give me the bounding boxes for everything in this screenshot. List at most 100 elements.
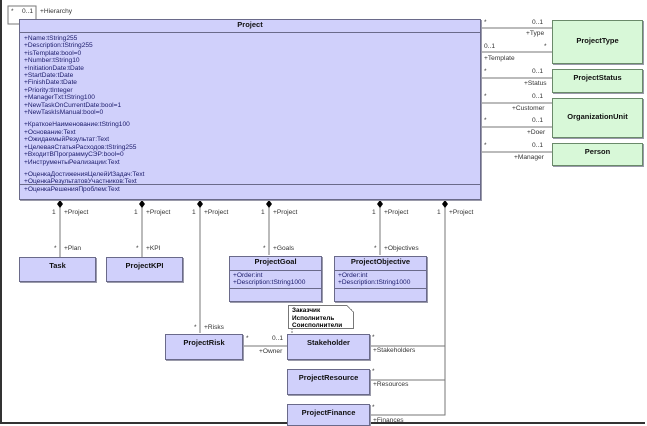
mult-label: 1 [261, 209, 265, 216]
class-projecttype[interactable]: ProjectType [552, 20, 643, 64]
mult-label: 0..1 [532, 117, 543, 124]
mult-label: * [544, 43, 547, 50]
class-projectfinance[interactable]: ProjectFinance [287, 404, 370, 426]
class-name: ProjectObjective [350, 257, 411, 266]
role-label: +Project [146, 209, 171, 216]
comp-finance-line [370, 206, 446, 416]
diamond-icon [266, 200, 272, 208]
diamond-icon [377, 200, 383, 208]
class-name: ProjectRisk [183, 338, 225, 347]
attribute: +ОценкаРешенияПроблем:Text [24, 185, 120, 193]
mult-label: * [372, 334, 375, 341]
mult-label: 0..1 [532, 142, 543, 149]
attribute: +ОценкаДостиженияЦелейИЗадач:Text [24, 170, 145, 178]
mult-label: * [194, 324, 197, 331]
class-name: Project [237, 20, 263, 29]
attribute: +ОценкаРезультатовУчастников:Text [24, 178, 137, 186]
role-label: +Project [449, 209, 474, 216]
mult-label: * [484, 68, 487, 75]
mult-label: * [374, 245, 377, 252]
class-project[interactable]: Project +Name:tString255+Description:tSt… [19, 19, 481, 200]
attribute: +InitiationDate:tDate [24, 64, 84, 72]
diamond-icon [57, 200, 63, 208]
class-projectgoal[interactable]: ProjectGoal +Order:int +Description:tStr… [229, 256, 322, 302]
class-task[interactable]: Task [19, 257, 96, 282]
diamond-icon [139, 200, 145, 208]
attribute: +Основание:Text [24, 128, 76, 136]
class-stakeholder[interactable]: Stakeholder [287, 334, 370, 360]
class-organizationunit[interactable]: OrganizationUnit [552, 98, 643, 138]
class-name: OrganizationUnit [567, 112, 628, 121]
attribute: +ManagerTxt:tString100 [24, 94, 95, 102]
attribute: +Description:tString1000 [233, 279, 306, 287]
role-label: +Finances [373, 417, 404, 424]
role-label: +Project [64, 209, 89, 216]
note-line: Исполнитель [292, 314, 335, 322]
class-projectobjective[interactable]: ProjectObjective +Order:int +Description… [334, 256, 427, 302]
note-line: Соисполнители [292, 322, 343, 330]
note-line: Заказчик [292, 307, 321, 314]
attribute: +NewTaskOnCurrentDate:bool=1 [24, 101, 122, 109]
class-name: Task [49, 261, 66, 270]
mult-label: 1 [372, 209, 376, 216]
mult-label: 0..1 [272, 335, 283, 342]
hier-role: +Hierarchy [40, 8, 73, 15]
role-label: +Risks [204, 324, 224, 331]
stakeholder-note: Заказчик Исполнитель Соисполнители [288, 305, 354, 329]
mult-label: * [484, 19, 487, 26]
attribute: +FinishDate:tDate [24, 79, 77, 87]
class-projectresource[interactable]: ProjectResource [287, 369, 370, 395]
attribute: +Description:tString1000 [338, 279, 411, 287]
class-person[interactable]: Person [552, 143, 643, 166]
attribute: +Priority:tInteger [24, 86, 73, 94]
attribute-list: +Order:int +Description:tString1000 [335, 271, 426, 288]
mult-label: * [136, 245, 139, 252]
mult-label: 0..1 [532, 68, 543, 75]
attribute-list: +Order:int +Description:tString1000 [230, 271, 321, 288]
class-name: ProjectType [576, 36, 619, 45]
attribute: +isTemplate:bool=0 [24, 49, 82, 57]
mult-label: 1 [192, 209, 196, 216]
role-label: +Goals [273, 245, 295, 252]
mult-label: * [372, 368, 375, 375]
attribute: +Name:tString255 [24, 35, 78, 42]
role-label: +Project [384, 209, 409, 216]
role-label: +Resources [373, 381, 409, 388]
diamond-icon [197, 200, 203, 208]
attribute: +NewTaskIsManual:bool=0 [24, 109, 104, 117]
hier-mult-right: 0..1 [22, 8, 33, 15]
role-label: +Manager [514, 154, 544, 161]
role-label: +KPI [146, 245, 161, 252]
class-name: ProjectStatus [573, 73, 622, 82]
class-projectkpi[interactable]: ProjectKPI [106, 257, 183, 282]
attribute: +ЦелеваяСтатьяРасходов:tString255 [24, 143, 137, 151]
diamond-icon [442, 200, 448, 208]
hier-mult-left: * [11, 8, 14, 15]
class-projectstatus[interactable]: ProjectStatus [552, 69, 643, 93]
mult-label: * [484, 93, 487, 100]
mult-label: 1 [134, 209, 138, 216]
role-label: +Objectives [384, 245, 419, 252]
class-name: ProjectGoal [254, 257, 297, 266]
attribute-list: +Name:tString255+Description:tString255+… [20, 33, 480, 195]
role-label: +Doer [527, 129, 546, 136]
role-label: +Plan [64, 245, 82, 252]
class-projectrisk[interactable]: ProjectRisk [165, 334, 243, 360]
attribute: +Description:tString255 [24, 42, 93, 50]
role-label: +Type [526, 30, 545, 37]
mult-label: * [484, 142, 487, 149]
attribute: +Order:int [338, 272, 368, 279]
class-name: ProjectResource [298, 373, 359, 382]
mult-label: * [54, 245, 57, 252]
mult-label: * [246, 335, 249, 342]
attribute: +Number:tString10 [24, 57, 80, 65]
mult-label: * [372, 404, 375, 411]
attribute: +ВходитВПрограммуСЭР:bool=0 [24, 151, 124, 159]
class-name: ProjectFinance [301, 408, 356, 417]
attribute: +КраткоеНаименование:tString100 [24, 121, 130, 129]
class-name: Stakeholder [307, 338, 350, 347]
mult-label: 0..1 [532, 19, 543, 26]
role-label: +Template [484, 55, 515, 62]
mult-label: 1 [437, 209, 441, 216]
role-label: +Project [273, 209, 298, 216]
